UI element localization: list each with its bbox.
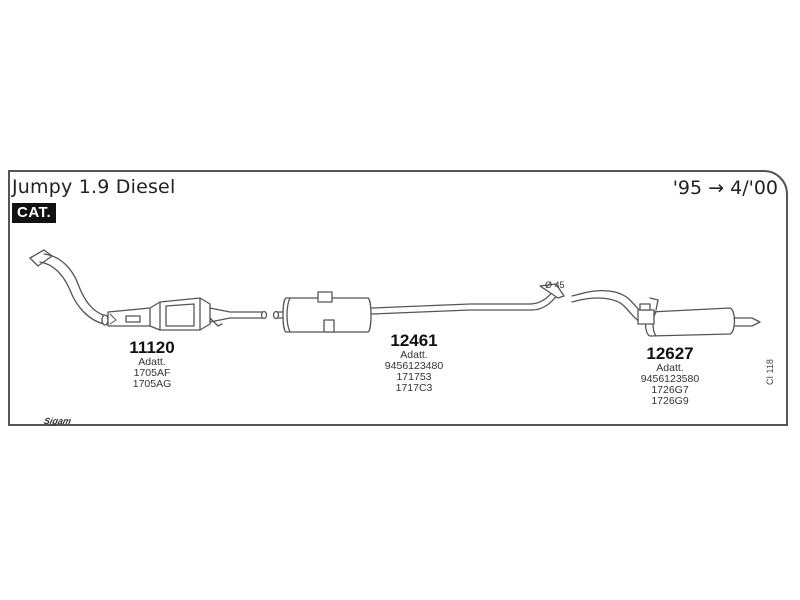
diagram-frame <box>8 170 788 426</box>
part-number: 11120 <box>129 338 175 357</box>
part-number: 12461 <box>390 331 438 350</box>
part-label-rear: 12627 Adatt. 9456123580 1726G7 1726G9 <box>620 344 720 407</box>
part-number: 12627 <box>646 344 694 363</box>
part-ref: 1726G9 <box>651 395 689 407</box>
diagram-code: CI 118 <box>765 359 775 385</box>
part-ref: 1726G7 <box>651 384 689 396</box>
part-note: Adatt. <box>138 356 166 368</box>
front-pipe <box>29 249 109 326</box>
part-ref: 9456123480 <box>384 360 444 372</box>
center-silencer <box>272 283 565 333</box>
rear-silencer <box>571 289 761 337</box>
part-ref: 1717C3 <box>395 382 433 394</box>
part-ref: 9456123580 <box>640 373 700 385</box>
part-note: Adatt. <box>400 349 428 361</box>
part-ref: 1705AG <box>132 378 172 390</box>
part-label-center: 12461 Adatt. 9456123480 171753 1717C3 <box>364 331 464 394</box>
cat-badge: CAT. <box>12 203 57 223</box>
part-ref: 1705AF <box>133 367 171 379</box>
brand-logo: Sigam <box>42 416 73 426</box>
year-range: '95 → 4/'00 <box>672 177 778 199</box>
part-ref: 171753 <box>396 371 432 383</box>
diameter-label: Ø 45 <box>545 280 565 290</box>
vehicle-title: Jumpy 1.9 Diesel <box>12 176 176 198</box>
catalytic-converter <box>107 297 268 331</box>
part-note: Adatt. <box>656 362 684 374</box>
part-label-catalytic: 11120 Adatt. 1705AF 1705AG <box>112 338 192 390</box>
